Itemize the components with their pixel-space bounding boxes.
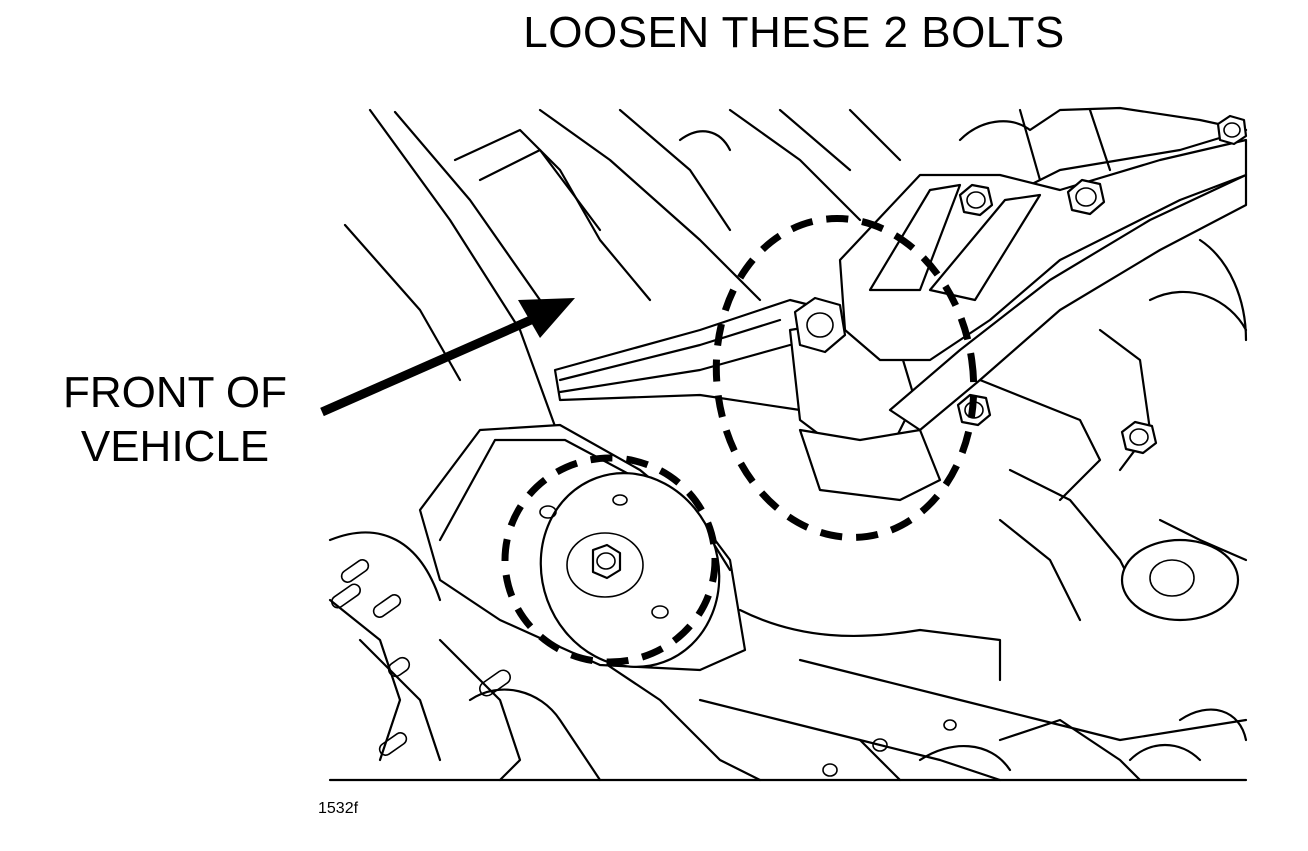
figure-id: 1532f	[318, 800, 359, 817]
arrow-icon	[320, 298, 575, 417]
bolt-icon	[591, 543, 622, 580]
bolt-icon	[1120, 420, 1158, 455]
bolt-icon	[1216, 114, 1248, 146]
dashed-highlight-circle	[501, 454, 719, 666]
front-label-line2: VEHICLE	[80, 422, 270, 471]
diagram-title: LOOSEN THESE 2 BOLTS	[523, 8, 1065, 57]
upper-bracket	[838, 138, 1248, 432]
bolt-icon	[1066, 178, 1106, 216]
dashed-highlight-circle	[712, 215, 978, 541]
front-of-vehicle-label: FRONT OF VEHICLE	[30, 366, 320, 474]
front-label-line1: FRONT OF	[62, 368, 288, 417]
round-boss	[1120, 538, 1240, 622]
bolt-icon	[958, 183, 994, 217]
background-holes	[331, 533, 957, 777]
mount-bracket	[418, 423, 747, 672]
bolt-icon	[793, 296, 847, 354]
link-arm	[553, 298, 942, 502]
